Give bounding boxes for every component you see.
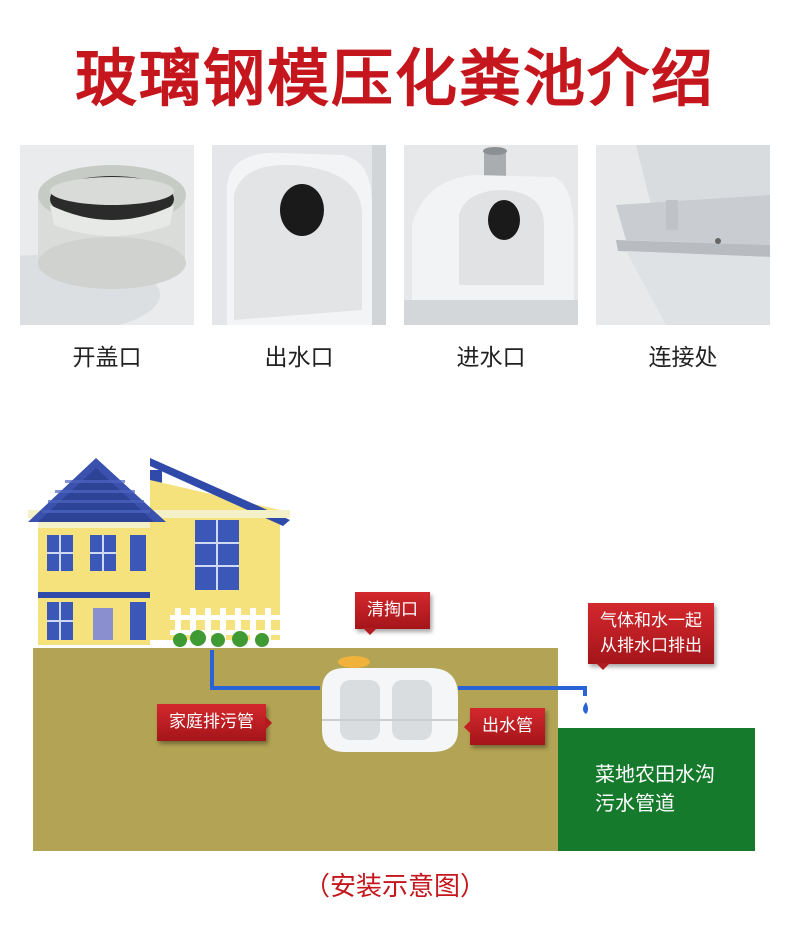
house [28,458,290,647]
water-inlet-photo [404,145,578,325]
water-outlet-photo [212,145,386,325]
photo-caption: 连接处 [648,345,718,371]
photo-caption: 进水口 [456,345,526,371]
cleanout-label: 清掏口 [355,592,430,635]
water-drop-icon [583,702,588,714]
page-title: 玻璃钢模压化粪池介绍 [74,42,715,115]
photo-caption: 开盖口 [72,345,142,371]
field-label: 菜地农田水沟 污水管道 [595,762,715,815]
open-cover-photo [20,145,194,325]
connection-photo [596,145,770,325]
photo-caption: 出水口 [264,345,334,371]
septic-tank [322,656,458,752]
outlet-pipe-label: 出水管 [464,708,545,745]
soil-area [33,648,558,851]
diagram-caption: （安装示意图） [303,872,486,902]
sewage-pipe [210,650,587,696]
field-area [558,728,755,851]
installation-diagram: 清掏口 气体和水一起 从排水口排出 家庭排污管 出水管 菜地农田水沟 污水管道 [0,440,790,860]
gas-water-label: 气体和水一起 从排水口排出 [588,603,714,671]
household-pipe-label: 家庭排污管 [157,704,272,741]
